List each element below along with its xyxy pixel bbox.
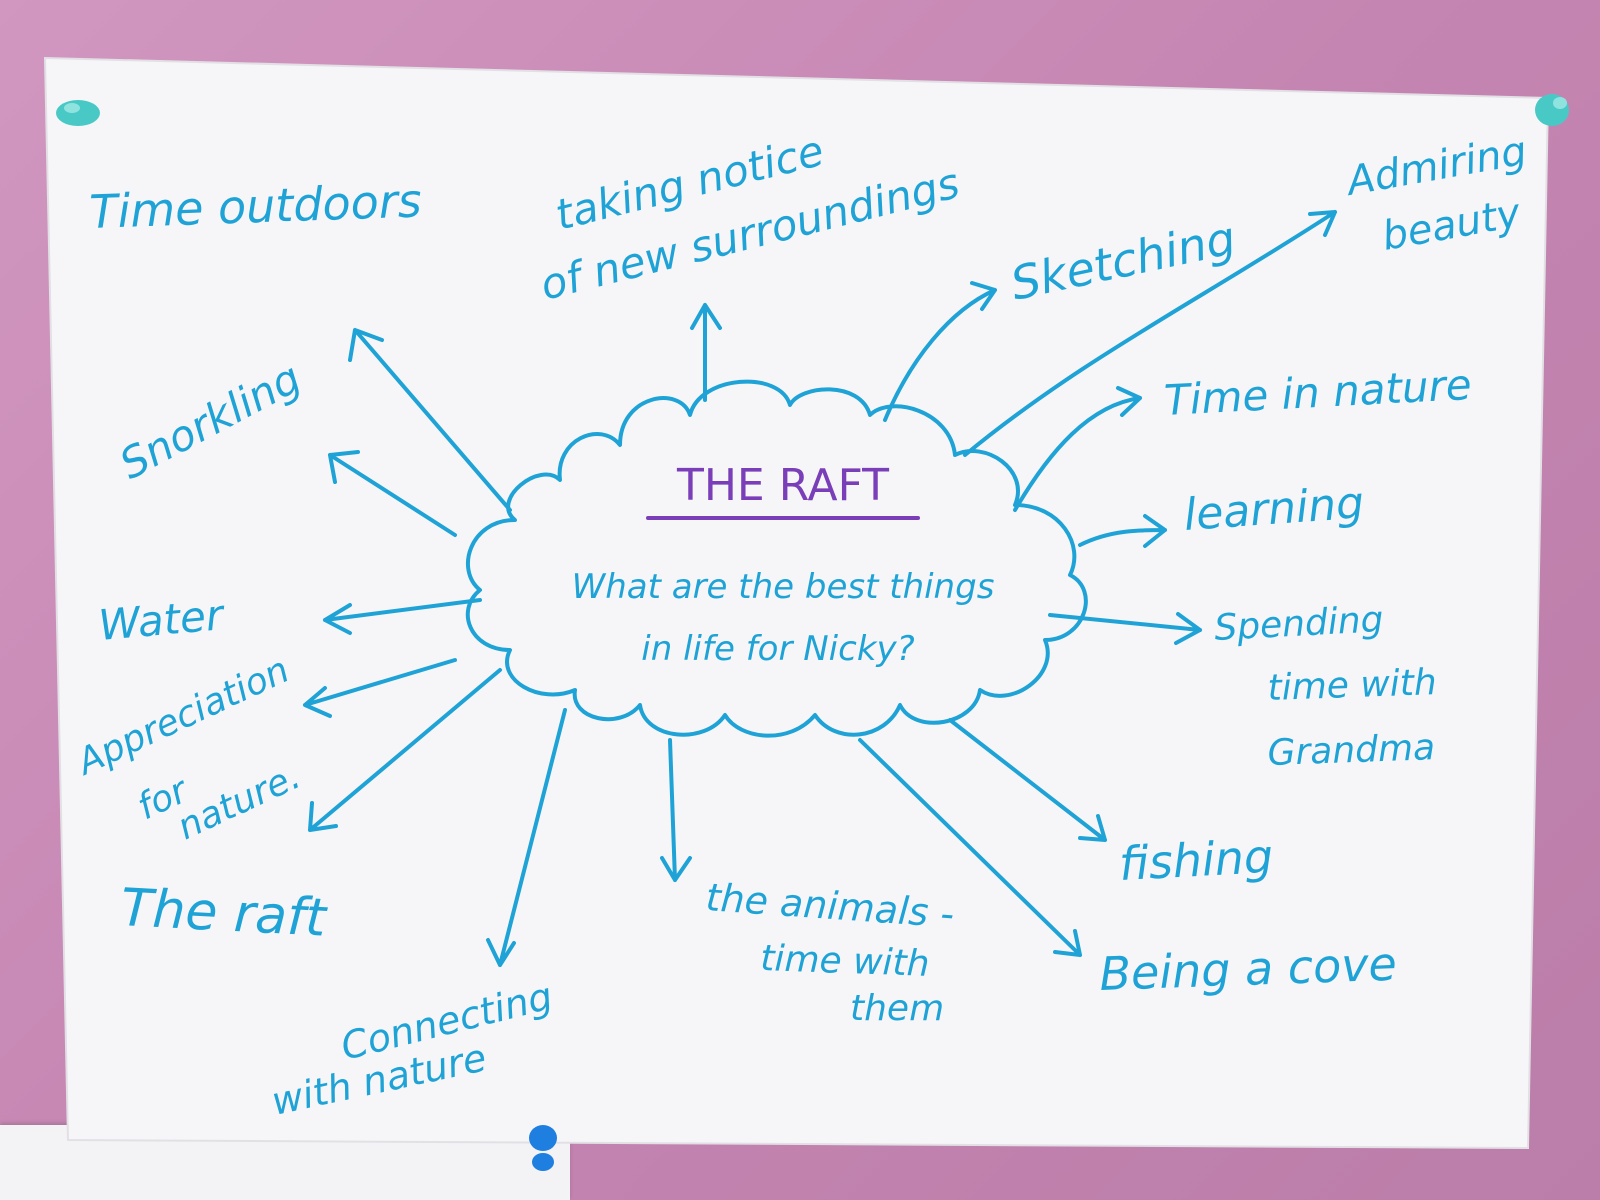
arrow (858, 738, 1082, 957)
label-spending-line1: Spending (1213, 599, 1384, 649)
arrow (303, 658, 457, 718)
central-cloud-outline (465, 379, 1088, 738)
label-time-outdoors: Time outdoors (88, 173, 422, 239)
paper-sheet (43, 56, 1550, 1150)
label-learning: learning (1182, 478, 1365, 541)
arrow (348, 328, 512, 512)
arrow (690, 303, 722, 402)
arrow (1048, 612, 1202, 645)
pushpin-icon (56, 100, 100, 126)
arrow (963, 210, 1337, 457)
center-question-line1: What are the best things (572, 567, 995, 607)
label-the-raft: The raft (119, 878, 329, 949)
center-question-line2: in life for Nicky? (641, 629, 914, 669)
center-title: THE RAFT (676, 460, 889, 511)
arrow (323, 598, 482, 635)
pushpin-icon (529, 1125, 557, 1171)
label-animals-line2: time with (760, 938, 930, 985)
arrow (1013, 386, 1142, 512)
connector-arrows (303, 210, 1337, 967)
label-spending-line2: time with (1267, 662, 1437, 709)
label-animals-line3: them (850, 988, 944, 1029)
label-spending-line3: Grandma (1267, 727, 1436, 774)
label-fishing: fishing (1118, 829, 1275, 891)
arrow (486, 708, 567, 967)
arrow (308, 668, 502, 832)
label-water: Water (97, 590, 228, 650)
pushpin-icon (1535, 94, 1569, 126)
arrow (328, 450, 457, 537)
arrow (948, 718, 1107, 842)
label-being-a-cove: Being a cove (1098, 937, 1397, 1001)
arrow (1078, 514, 1167, 548)
arrow (883, 281, 997, 422)
arrow (660, 738, 692, 882)
